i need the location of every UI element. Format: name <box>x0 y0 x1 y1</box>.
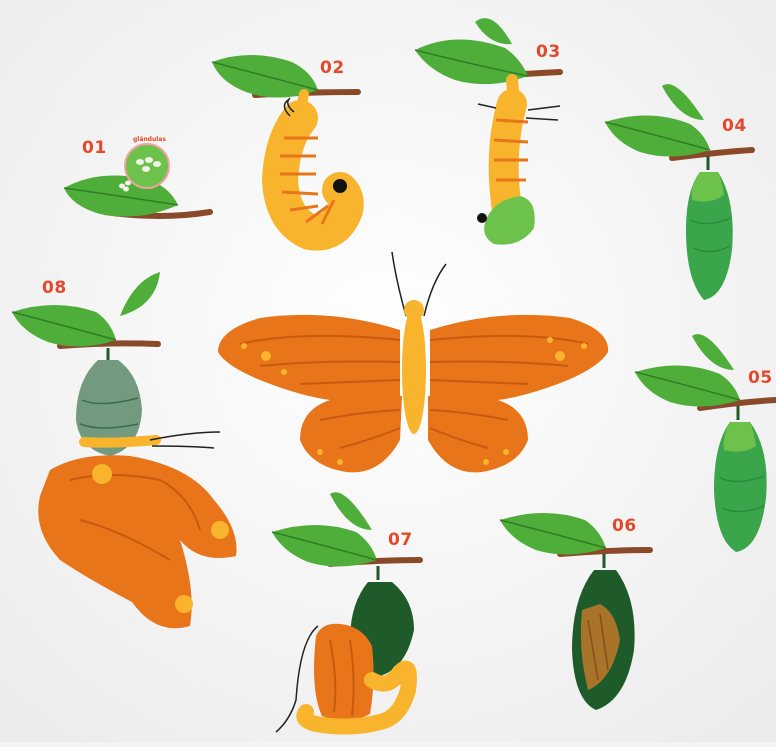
stage-number-07: 07 <box>388 530 413 550</box>
stage-number-03: 03 <box>536 42 561 62</box>
stage-number-08: 08 <box>42 278 67 298</box>
stage-number-01: 01 <box>82 138 107 158</box>
stage-number-04: 04 <box>722 116 747 136</box>
stage-number-06: 06 <box>612 516 637 536</box>
stage-number-02: 02 <box>320 58 345 78</box>
stage-number-05: 05 <box>748 368 773 388</box>
glands-label: glándulas <box>133 136 166 143</box>
